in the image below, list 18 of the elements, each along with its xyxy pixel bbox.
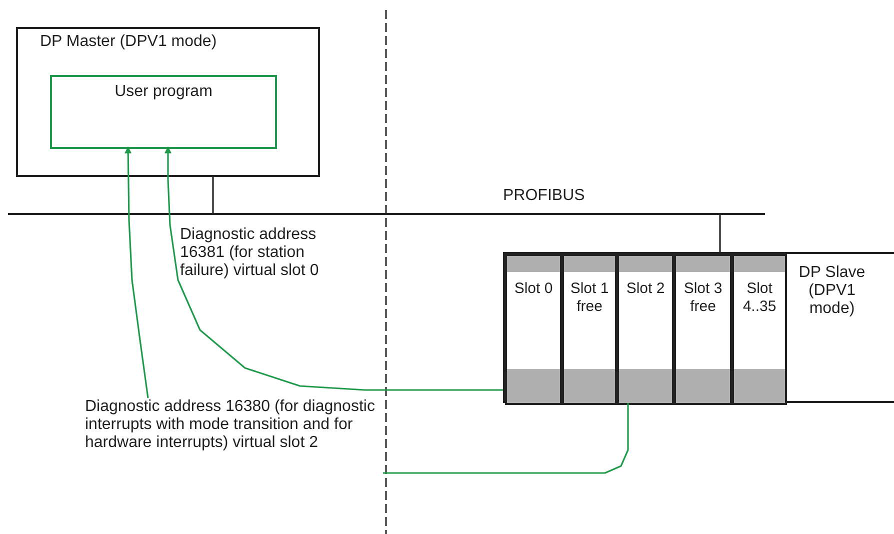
box-title: DP Master (DPV1 mode) [40,33,217,51]
slot-module: Slot 4..35 [732,254,787,405]
slot-module: Slot 2 [617,254,674,405]
bus-label: PROFIBUS [503,187,585,205]
box-title: DP Slave (DPV1 mode) [798,264,866,318]
connector-line [212,177,214,213]
connector-line [719,215,721,252]
arrow [164,146,503,391]
slot-module: Slot 3 free [674,254,732,405]
slot-module: Slot 1 free [562,254,617,405]
device-box [16,27,320,177]
connector-line [383,403,629,474]
program-box: User program [50,75,277,149]
arrow [124,146,149,398]
bus-line [8,213,765,215]
annotation-text: Diagnostic address 16380 (for diagnostic interrupts with mode transition and for hardware interrupts) virtual slot 2 [85,398,383,526]
slot-module: Slot 0 [505,254,562,405]
device-box [503,252,894,403]
